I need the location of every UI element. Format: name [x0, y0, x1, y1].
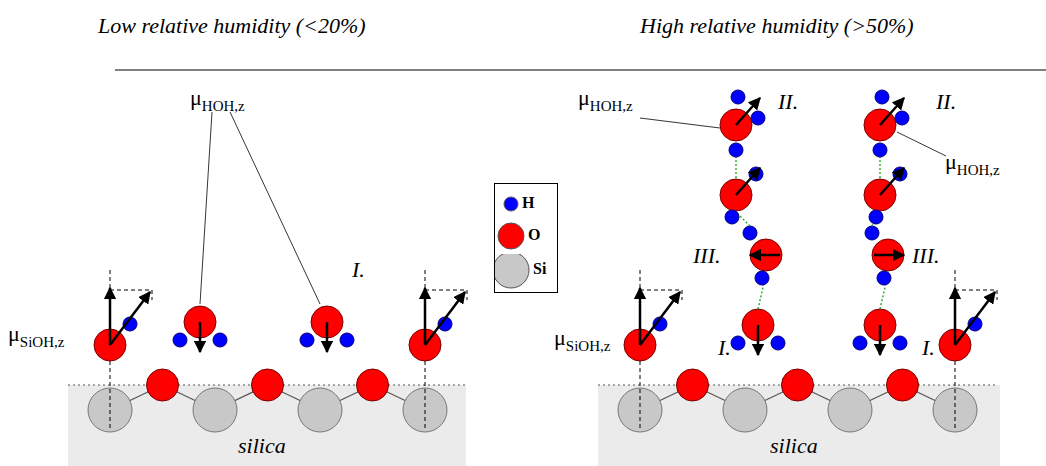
- hydrogen-atom: [875, 90, 889, 104]
- water-type-label: III.: [912, 244, 939, 268]
- oxygen-atom: [677, 369, 709, 401]
- dipole-label: μHOH,z: [945, 150, 1000, 179]
- oxygen-atom: [357, 369, 389, 401]
- hydrogen-atom: [869, 210, 883, 224]
- hydrogen-atom: [865, 226, 879, 240]
- hydrogen-atom: [213, 333, 227, 347]
- panel-heading: High relative humidity (>50%): [640, 14, 914, 38]
- hydrogen-atom: [300, 333, 314, 347]
- dipole-arrow: [955, 292, 995, 345]
- water-type-label: I.: [352, 258, 365, 282]
- projection-line: [152, 290, 153, 300]
- dipole-label: μHOH,z: [578, 86, 633, 115]
- hydrogen-atom: [853, 336, 867, 350]
- dipole-arrow: [880, 98, 904, 125]
- dipole-arrow: [879, 325, 882, 355]
- projection-line: [425, 290, 467, 291]
- dipole-arrow: [424, 288, 427, 345]
- dipole-arrow: [110, 292, 150, 345]
- dipole-label: μHOH,z: [190, 86, 245, 115]
- dipole-arrow: [954, 288, 957, 345]
- hydrogen-atom: [755, 271, 769, 285]
- dipole-arrow: [199, 322, 202, 352]
- leader-line: [897, 132, 946, 156]
- water-type-label: II.: [778, 90, 798, 114]
- dipole-arrow: [425, 292, 465, 345]
- dipole-label: μSiOH,z: [554, 326, 610, 355]
- projection-line: [110, 290, 152, 291]
- hydrogen-atom: [743, 226, 757, 240]
- legend-text: O: [528, 226, 540, 244]
- projection-line: [997, 290, 998, 300]
- water-type-label: III.: [693, 244, 720, 268]
- oxygen-atom: [872, 239, 904, 271]
- legend-atom: [498, 223, 524, 249]
- oxygen-atom: [252, 369, 284, 401]
- material-label: silica: [770, 434, 818, 458]
- hydrogen-bond: [758, 283, 764, 309]
- oxygen-atom: [750, 239, 782, 271]
- dipole-arrow: [757, 325, 760, 355]
- silicon-atom: [723, 388, 767, 432]
- water-type-label: I.: [718, 336, 731, 360]
- dipole-arrow: [736, 168, 760, 195]
- dipole-arrow: [640, 292, 680, 345]
- oxygen-atom: [782, 369, 814, 401]
- leader-line: [640, 118, 720, 128]
- hydrogen-atom: [731, 336, 745, 350]
- silicon-atom: [298, 388, 342, 432]
- dipole-arrow: [639, 288, 642, 345]
- hydrogen-atom: [340, 333, 354, 347]
- hydrogen-atom: [751, 111, 765, 125]
- legend-box: HO Si: [494, 183, 558, 293]
- legend-text: Si: [533, 260, 546, 278]
- hydrogen-bond: [880, 283, 886, 309]
- water-type-label: I.: [922, 336, 935, 360]
- hydrogen-atom: [729, 143, 743, 157]
- leader-line: [230, 112, 320, 304]
- leader-line: [200, 112, 212, 304]
- dipole-arrow: [326, 322, 329, 352]
- silicon-atom: [193, 388, 237, 432]
- oxygen-atom: [147, 369, 179, 401]
- dipole-arrow: [109, 288, 112, 345]
- dipole-arrow: [874, 254, 904, 257]
- material-label: silica: [238, 434, 286, 458]
- dipole-arrow: [736, 98, 760, 125]
- dipole-label: μSiOH,z: [8, 322, 64, 351]
- dipole-arrow: [750, 254, 780, 257]
- hydrogen-atom: [873, 143, 887, 157]
- legend-row: H: [495, 188, 557, 218]
- projection-line: [640, 290, 682, 291]
- hydrogen-atom: [771, 336, 785, 350]
- water-type-label: II.: [936, 90, 956, 114]
- legend-swatch: [495, 254, 535, 290]
- hydrogen-atom: [877, 271, 891, 285]
- legend-atom: [504, 197, 518, 211]
- silicon-atom: [828, 388, 872, 432]
- hydrogen-atom: [173, 333, 187, 347]
- projection-line: [682, 290, 683, 300]
- oxygen-atom: [887, 369, 919, 401]
- hydrogen-atom: [725, 210, 739, 224]
- hydrogen-atom: [895, 111, 909, 125]
- panel-heading: Low relative humidity (<20%): [98, 14, 366, 38]
- legend-row: Si: [495, 254, 557, 284]
- hydrogen-atom: [731, 90, 745, 104]
- projection-line: [955, 290, 997, 291]
- legend-atom: [495, 254, 529, 288]
- legend-row: O: [495, 220, 557, 250]
- projection-line: [467, 290, 468, 300]
- legend-text: H: [522, 194, 534, 212]
- hydrogen-atom: [893, 336, 907, 350]
- dipole-arrow: [880, 168, 904, 195]
